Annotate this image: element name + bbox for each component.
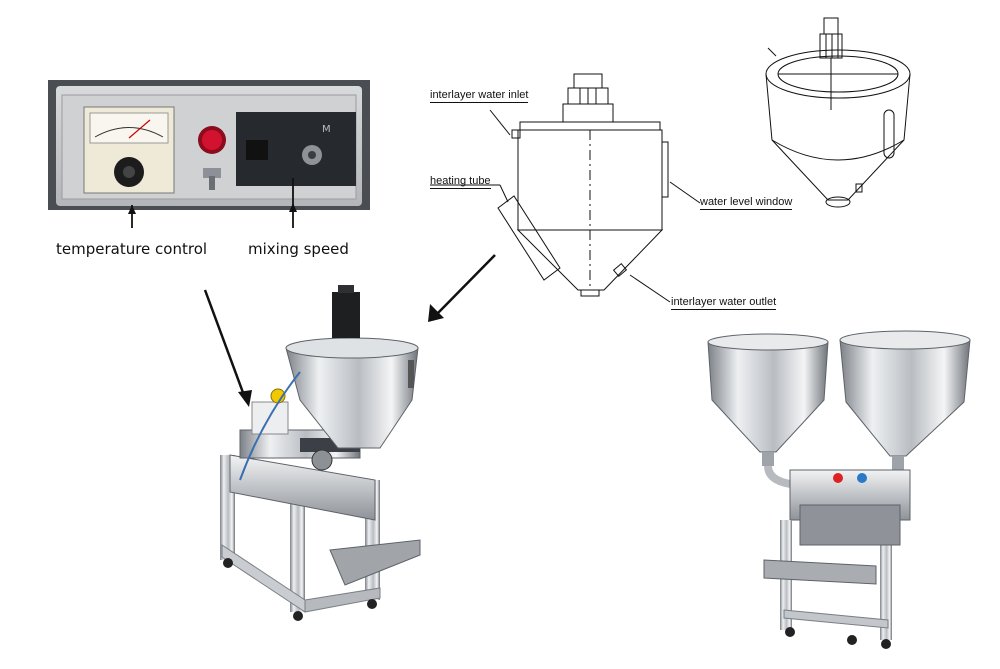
double-hopper-machine	[707, 330, 971, 649]
label-water-level-window: water level window	[700, 196, 793, 210]
label-heating-tube: heating tube	[430, 175, 491, 189]
arrow-icon	[428, 254, 496, 322]
label-interlayer-water-outlet: interlayer water outlet	[671, 296, 777, 310]
single-hopper-machine	[220, 285, 421, 621]
control-panel-photo: M	[48, 80, 370, 228]
label-temperature-control: temperature control	[56, 240, 208, 258]
label-mixing-speed: mixing speed	[248, 240, 349, 258]
tank-sketch	[765, 17, 911, 208]
hopper-line-diagram	[430, 73, 701, 303]
thermometer-dial-icon	[83, 106, 175, 194]
label-interlayer-water-inlet: interlayer water inlet	[430, 89, 529, 103]
red-button-icon	[198, 126, 226, 190]
arrow-icon	[203, 289, 252, 407]
svg-text:M: M	[322, 124, 331, 135]
speed-knob-icon: M	[236, 112, 356, 186]
